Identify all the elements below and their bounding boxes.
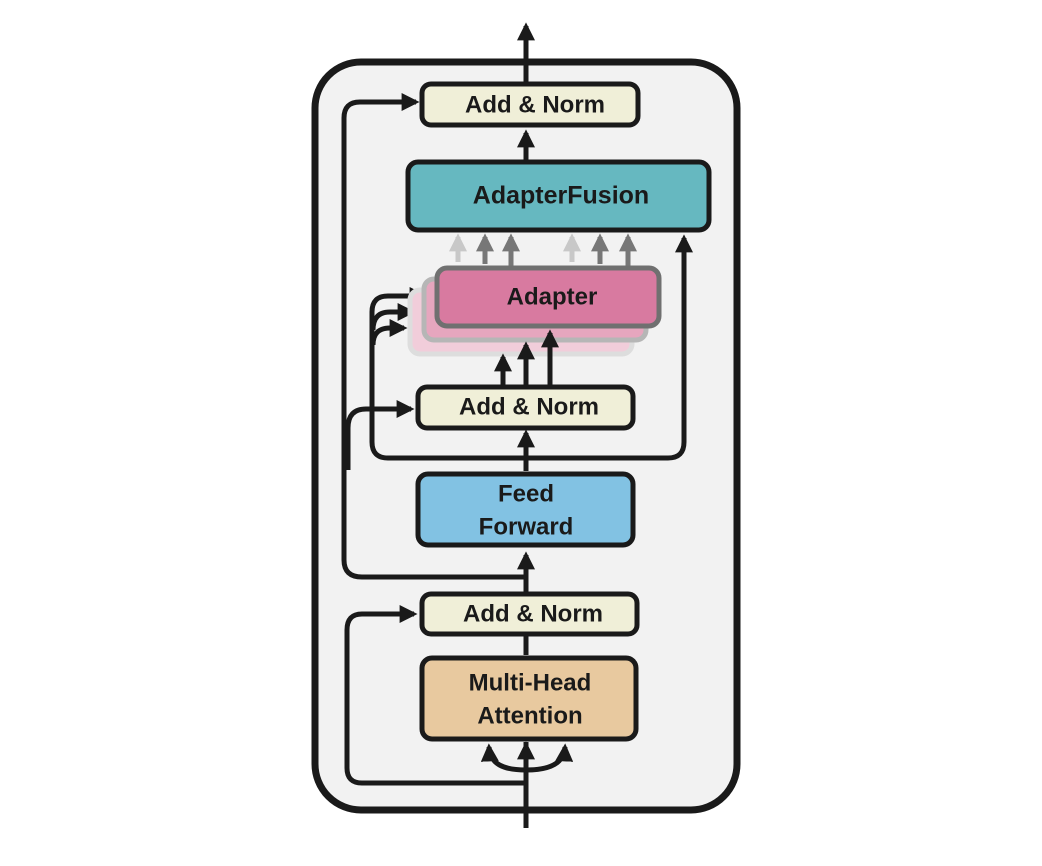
add-norm-mid-label: Add & Norm bbox=[459, 393, 599, 420]
attention-input-arrows bbox=[480, 741, 574, 773]
residual-to-mid-addnorm bbox=[345, 400, 415, 470]
feed-forward-label-line1: Feed bbox=[498, 480, 554, 507]
addnorm-to-adapter-arrows bbox=[494, 329, 559, 386]
add-norm-top-block: Add & Norm bbox=[419, 81, 641, 128]
add-norm-mid-block: Add & Norm bbox=[415, 384, 636, 431]
feedforward-branch bbox=[369, 287, 526, 461]
adapter-label: Adapter bbox=[507, 283, 598, 310]
add-norm-top-label: Add & Norm bbox=[465, 91, 605, 118]
feed-forward-block: Feed Forward bbox=[415, 471, 636, 548]
residual-attention bbox=[344, 605, 526, 786]
adapter-output-arrows bbox=[449, 233, 637, 266]
branch-to-adapter-3 bbox=[370, 319, 408, 346]
residual-feedforward bbox=[341, 93, 526, 580]
branch-to-adapter-2 bbox=[370, 303, 416, 331]
fusion-query-input bbox=[526, 234, 693, 461]
add-norm-bottom-label: Add & Norm bbox=[463, 600, 603, 627]
add-norm-bottom-block: Add & Norm bbox=[419, 591, 640, 637]
query-arrow bbox=[480, 743, 527, 773]
attention-label-line2: Attention bbox=[477, 702, 582, 729]
value-arrow bbox=[525, 743, 574, 773]
adapter-fusion-label: AdapterFusion bbox=[473, 182, 649, 210]
adapter-fusion-block: AdapterFusion bbox=[405, 159, 712, 233]
residual-connections bbox=[341, 93, 693, 786]
adapter-block: Adapter bbox=[434, 265, 662, 329]
attention-label-line1: Multi-Head bbox=[469, 669, 592, 696]
feed-forward-label-line2: Forward bbox=[479, 513, 574, 540]
multi-head-attention-block: Multi-Head Attention bbox=[419, 655, 639, 742]
